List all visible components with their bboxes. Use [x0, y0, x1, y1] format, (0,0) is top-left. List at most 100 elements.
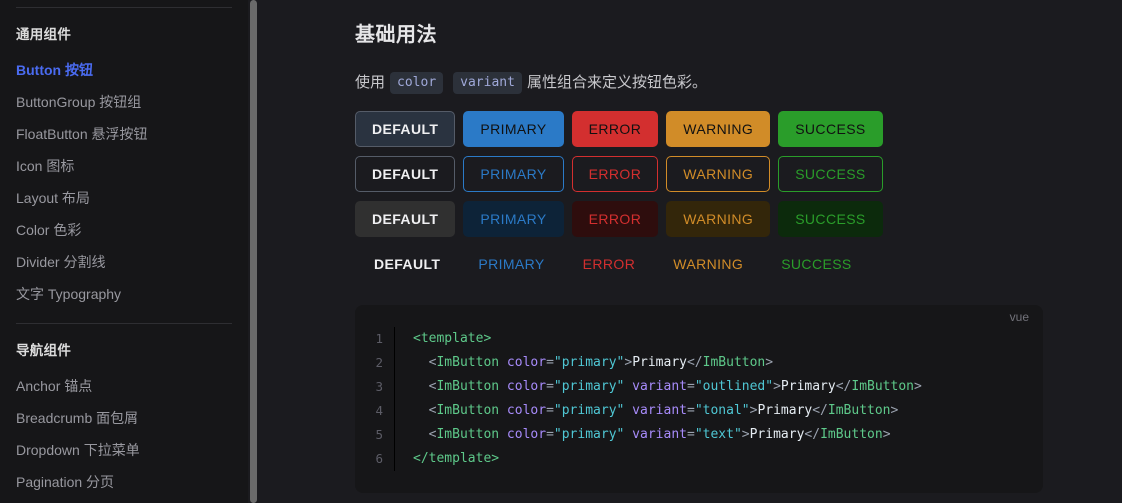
code-token: ImButton	[436, 355, 500, 370]
code-token: </	[686, 355, 703, 370]
sidebar: 通用组件 Button 按钮 ButtonGroup 按钮组 FloatButton …	[0, 0, 248, 503]
sidebar-scrollbar-track[interactable]	[248, 0, 259, 503]
sidebar-scrollbar-thumb[interactable]	[250, 0, 257, 503]
button-outlined-error[interactable]: ERROR	[571, 156, 659, 192]
button-text-success[interactable]: SUCCESS	[762, 246, 870, 282]
code-token: >	[773, 379, 781, 394]
code-token: >	[890, 403, 899, 418]
code-language-label: vue	[1009, 310, 1029, 324]
code-token: ImButton	[851, 379, 914, 394]
code-line: <ImButton color="primary" variant="tonal…	[413, 399, 922, 423]
code-token: "outlined"	[694, 379, 774, 394]
code-token: </	[835, 379, 852, 394]
code-line: <ImButton color="primary" variant="text"…	[413, 423, 922, 447]
code-content[interactable]: <template> <ImButton color="primary">Pri…	[395, 327, 922, 471]
sidebar-item-文字[interactable]: 文字 Typography	[16, 286, 122, 302]
code-token: "primary"	[553, 427, 625, 442]
code-token: Primary	[632, 355, 687, 370]
code-token: <	[413, 355, 437, 370]
page-title: 基础用法	[355, 24, 437, 46]
code-line: </template>	[413, 447, 922, 471]
code-token: =	[546, 427, 554, 442]
button-text-warning[interactable]: WARNING	[654, 246, 762, 282]
code-token: >	[741, 427, 750, 442]
code-token: =	[686, 403, 695, 418]
code-token: "primary"	[553, 355, 625, 370]
inline-code-variant: variant	[453, 72, 522, 94]
sidebar-item-pagination[interactable]: Pagination 分页	[16, 474, 115, 490]
code-token: >	[765, 355, 774, 370]
button-filled-error[interactable]: ERROR	[571, 111, 659, 147]
sidebar-item-dropdown[interactable]: Dropdown 下拉菜单	[16, 442, 140, 458]
sidebar-group-title: 通用组件	[16, 27, 72, 42]
code-token: ImButton	[827, 403, 891, 418]
code-token: color	[499, 355, 547, 370]
button-text-primary[interactable]: PRIMARY	[459, 246, 563, 282]
code-token: "primary"	[553, 403, 625, 418]
button-filled-default[interactable]: DEFAULT	[355, 111, 456, 147]
code-token: <template>	[413, 331, 492, 346]
sidebar-item-breadcrumb[interactable]: Breadcrumb 面包屑	[16, 410, 139, 426]
sidebar-item-buttongroup[interactable]: ButtonGroup 按钮组	[16, 94, 142, 110]
button-text-error[interactable]: ERROR	[564, 246, 655, 282]
code-token: =	[546, 379, 554, 394]
code-token: color	[499, 427, 547, 442]
button-text-default[interactable]: DEFAULT	[355, 246, 459, 282]
button-filled-success[interactable]: SUCCESS	[778, 111, 883, 147]
button-outlined-default[interactable]: DEFAULT	[355, 156, 456, 192]
code-token: "primary"	[553, 379, 625, 394]
code-token: >	[882, 427, 891, 442]
sidebar-item-color[interactable]: Color 色彩	[16, 222, 82, 238]
sidebar-item-icon[interactable]: Icon 图标	[16, 158, 75, 174]
sidebar-divider	[16, 7, 232, 8]
code-token: =	[686, 379, 695, 394]
desc-suffix: 属性组合来定义按钮色彩。	[526, 74, 707, 91]
button-tonal-primary[interactable]: PRIMARY	[463, 201, 564, 237]
desc-prefix: 使用	[355, 74, 386, 91]
code-line-number: 3	[375, 379, 383, 394]
button-tonal-error[interactable]: ERROR	[571, 201, 659, 237]
code-token: variant	[624, 427, 687, 442]
code-line-number: 5	[375, 427, 383, 442]
sidebar-item-layout[interactable]: Layout 布局	[16, 190, 90, 206]
sidebar-item-floatbutton[interactable]: FloatButton 悬浮按钮	[16, 126, 148, 142]
code-line: <template>	[413, 327, 922, 351]
code-token: ImButton	[820, 427, 883, 442]
code-token: =	[546, 355, 554, 370]
code-token: color	[499, 403, 547, 418]
code-line: <ImButton color="primary">Primary</ImBut…	[413, 351, 922, 375]
sidebar-item-divider[interactable]: Divider 分割线	[16, 254, 106, 270]
code-token: variant	[624, 403, 687, 418]
code-token: <	[413, 403, 437, 418]
button-outlined-success[interactable]: SUCCESS	[778, 156, 883, 192]
button-filled-warning[interactable]: WARNING	[666, 111, 771, 147]
code-token: </template>	[413, 451, 500, 466]
code-token: >	[914, 379, 922, 394]
sidebar-item-anchor[interactable]: Anchor 锚点	[16, 378, 93, 394]
code-token: Primary	[749, 427, 805, 442]
button-filled-primary[interactable]: PRIMARY	[463, 111, 564, 147]
code-token: "tonal"	[694, 403, 750, 418]
inline-code-color: color	[390, 72, 444, 94]
code-token: Primary	[780, 379, 836, 394]
button-tonal-default[interactable]: DEFAULT	[355, 201, 456, 237]
page-description: 使用 color variant 属性组合来定义按钮色彩。	[355, 72, 1122, 94]
code-token: ImButton	[436, 379, 500, 394]
button-outlined-warning[interactable]: WARNING	[666, 156, 771, 192]
code-token: </	[812, 403, 828, 418]
button-tonal-success[interactable]: SUCCESS	[778, 201, 883, 237]
code-token: ImButton	[436, 403, 500, 418]
sidebar-item-button[interactable]: Button 按钮	[16, 62, 93, 78]
button-outlined-primary[interactable]: PRIMARY	[463, 156, 564, 192]
code-token: >	[749, 403, 758, 418]
code-token: <	[413, 427, 437, 442]
button-tonal-warning[interactable]: WARNING	[666, 201, 771, 237]
code-token: =	[686, 427, 695, 442]
